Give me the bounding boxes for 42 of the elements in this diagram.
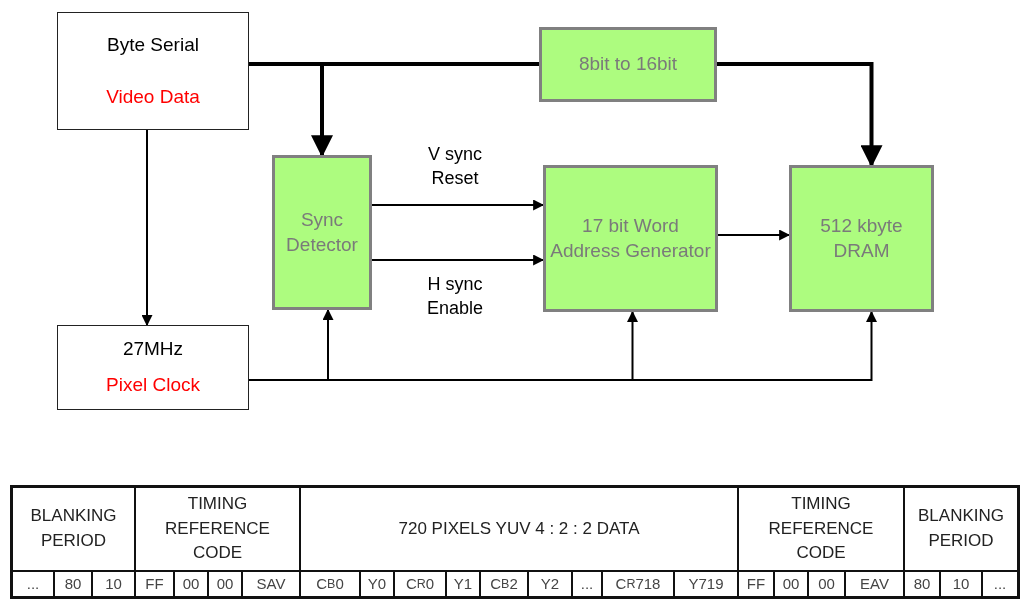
- table-cell: ...: [12, 571, 54, 597]
- table-cell: EAV: [845, 571, 904, 597]
- signal-source-box: [57, 325, 249, 410]
- table-cell: 00: [174, 571, 208, 597]
- process-box: [539, 27, 717, 102]
- table-cell: 10: [940, 571, 982, 597]
- process-box: [543, 165, 718, 312]
- table-cell: Y0: [360, 571, 394, 597]
- arrow: [141, 129, 153, 327]
- table-cell: SAV: [242, 571, 300, 597]
- table-cell: 80: [54, 571, 92, 597]
- signal-name: Byte Serial: [107, 32, 199, 57]
- signal-source-box: [57, 12, 249, 130]
- table-cell: 10: [92, 571, 135, 597]
- table-cell: FF: [738, 571, 774, 597]
- table-header-cell: TIMING REFERENCE CODE: [738, 487, 904, 571]
- table-cell: ...: [572, 571, 602, 597]
- table-cell: ...: [982, 571, 1018, 597]
- box-label: 8bit to 16bit: [578, 52, 678, 77]
- table-cell: FF: [135, 571, 174, 597]
- table-header-cell: 720 PIXELS YUV 4 : 2 : 2 DATA: [300, 487, 738, 571]
- process-box: [789, 165, 934, 312]
- table-cell: 00: [774, 571, 808, 597]
- signal-name: 27MHz: [122, 337, 184, 362]
- box-label: 17 bit Word Address Generator: [550, 213, 711, 263]
- signal-type: Video Data: [106, 84, 200, 109]
- signal-type: Pixel Clock: [106, 372, 200, 397]
- arrow: [371, 199, 545, 211]
- table-cell: Y2: [528, 571, 572, 597]
- arrow: [371, 254, 545, 266]
- table-cell: 00: [808, 571, 845, 597]
- table-cell: Y719: [674, 571, 738, 597]
- table-header-cell: TIMING REFERENCE CODE: [135, 487, 300, 571]
- box-label: 512 kbyte DRAM: [819, 213, 904, 263]
- table-header-cell: BLANKING PERIOD: [904, 487, 1018, 571]
- table-cell: 80: [904, 571, 940, 597]
- arrow: [717, 229, 791, 241]
- process-box: [272, 155, 372, 310]
- box-label: Sync Detector: [285, 207, 359, 257]
- table-header-cell: BLANKING PERIOD: [12, 487, 135, 571]
- table-cell: Y1: [446, 571, 480, 597]
- table-cell: 00: [208, 571, 242, 597]
